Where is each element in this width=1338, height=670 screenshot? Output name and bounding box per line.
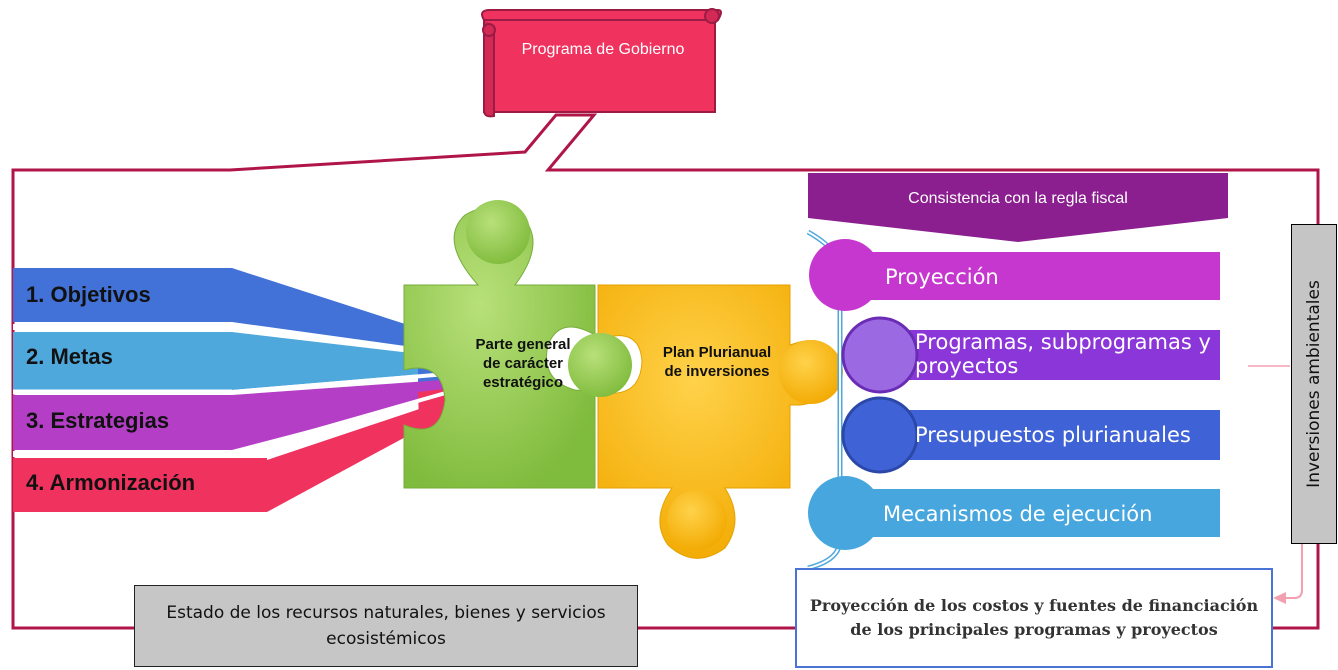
- scroll-banner: [481, 8, 722, 118]
- component-label-mecanismos: Mecanismos de ejecución: [883, 502, 1153, 526]
- fiscal-text: Consistencia con la regla fiscal: [908, 190, 1128, 207]
- component-label-presupuestos: Presupuestos plurianuales: [915, 423, 1191, 447]
- state-box: Estado de los recursos naturales, bienes…: [134, 585, 638, 667]
- input-label-estrategias: 3. Estrategias: [26, 408, 170, 433]
- component-label-programas: Programas, subprogramas y proyectos: [915, 330, 1211, 378]
- input-label-metas: 2. Metas: [26, 344, 113, 369]
- input-label-armonizacion: 4. Armonización: [26, 470, 196, 495]
- side-label: Inversiones ambientales: [1304, 280, 1324, 488]
- cost-text: Proyección de los costos y fuentes de fi…: [809, 596, 1259, 639]
- input-label-objetivos: 1. Objetivos: [26, 282, 151, 307]
- outer-frame: [11, 113, 1320, 630]
- puzzle-piece-green: [403, 200, 596, 489]
- fiscal-banner: [808, 173, 1228, 242]
- side-label-box: Inversiones ambientales: [1291, 224, 1337, 544]
- connector-arrow: [1248, 365, 1303, 604]
- state-text: Estado de los recursos naturales, bienes…: [166, 603, 606, 649]
- puzzle-left-text: Parte general de carácter estratégico: [475, 336, 571, 391]
- banner-title: Programa de Gobierno: [521, 41, 685, 58]
- component-pills: [808, 239, 1220, 550]
- puzzle-right-text: Plan Plurianual de inversiones: [662, 344, 772, 380]
- input-arrows: [13, 268, 478, 512]
- cost-box: Proyección de los costos y fuentes de fi…: [795, 568, 1273, 668]
- puzzle-piece-yellow: [568, 284, 843, 559]
- component-label-proyeccion: Proyección: [885, 265, 999, 289]
